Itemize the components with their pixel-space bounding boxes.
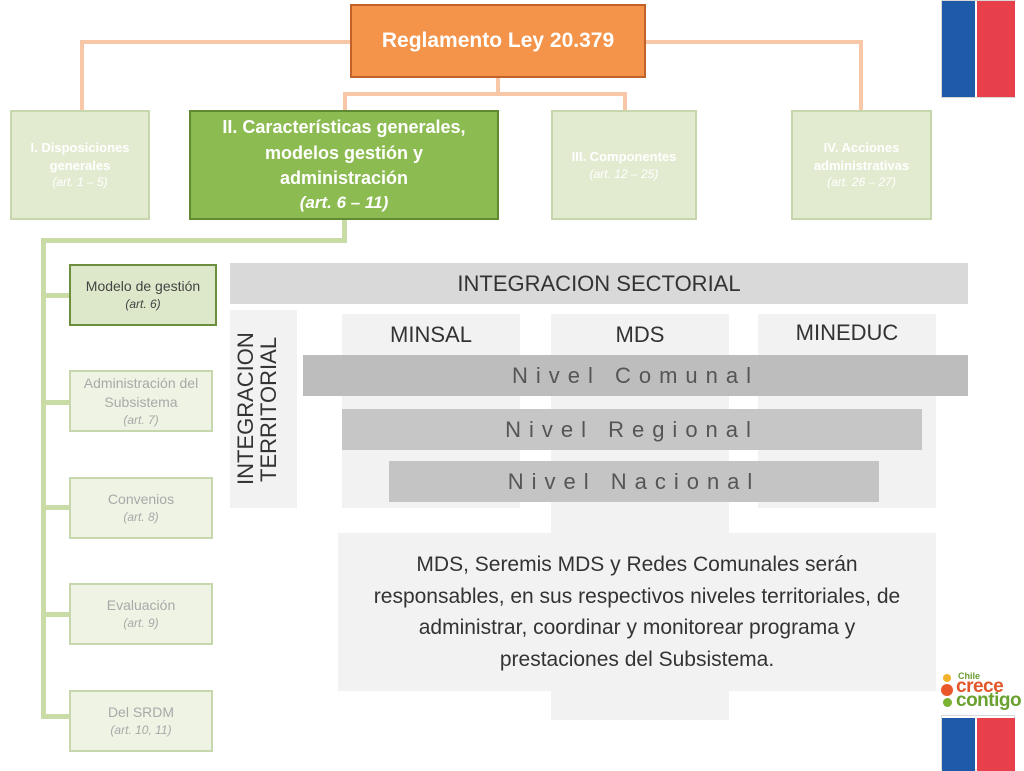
section-title: I. Disposiciones generales <box>30 140 130 173</box>
sidebar-item-label: Administración del Subsistema <box>83 375 199 410</box>
connector-line <box>41 238 46 718</box>
section-title: II. Características generales, modelos g… <box>222 117 466 188</box>
section-title: III. Componentes <box>571 149 677 165</box>
connector-line <box>41 293 69 298</box>
sidebar-item-administracion[interactable]: Administración del Subsistema (art. 7) <box>69 370 213 432</box>
top-title-node[interactable]: Reglamento Ley 20.379 <box>350 4 646 78</box>
sidebar-item-label: Convenios <box>107 491 175 508</box>
nivel-nacional-label: Nivel Nacional <box>507 468 761 494</box>
flag-red-stripe <box>977 718 1015 771</box>
flag-blue-stripe <box>942 1 975 97</box>
section-title: IV. Acciones administrativas <box>813 140 910 173</box>
section-article-range: (art. 12 – 25) <box>589 166 659 181</box>
sidebar-item-label: Evaluación <box>106 597 176 614</box>
crece-contigo-logo: Chile crece contigo <box>940 671 1022 711</box>
nivel-comunal-label: Nivel Comunal <box>511 362 760 388</box>
connector-line <box>80 40 84 110</box>
nivel-nacional-bar: Nivel Nacional <box>389 461 879 502</box>
flag-bottom-decoration <box>941 715 1015 771</box>
section-article-range: (art. 26 – 27) <box>827 175 896 190</box>
connector-line <box>343 92 347 110</box>
flag-top-decoration <box>941 0 1015 98</box>
sidebar-item-article: (art. 10, 11) <box>110 723 172 738</box>
sidebar-item-convenios[interactable]: Convenios (art. 8) <box>69 477 213 539</box>
page-title: Reglamento Ley 20.379 <box>381 29 615 52</box>
section-article-range: (art. 1 – 5) <box>52 175 108 190</box>
connector-line <box>41 505 69 510</box>
connector-line <box>41 714 69 719</box>
logo-word-crece: crece <box>956 676 1004 697</box>
logo-small-text: Chile <box>958 671 981 681</box>
connector-line <box>859 40 863 110</box>
sidebar-item-modelo-gestion[interactable]: Modelo de gestión (art. 6) <box>69 264 217 326</box>
section-box-1[interactable]: I. Disposiciones generales (art. 1 – 5) <box>10 110 150 220</box>
flag-blue-stripe <box>942 718 975 771</box>
section-box-4[interactable]: IV. Acciones administrativas (art. 26 – … <box>791 110 932 220</box>
nivel-comunal-bar: Nivel Comunal <box>303 355 968 396</box>
sidebar-item-label: Del SRDM <box>107 704 175 721</box>
connector-line <box>645 40 862 44</box>
column-title-minsal: MINSAL <box>390 322 472 347</box>
sidebar-item-article: (art. 7) <box>123 412 159 427</box>
logo-word-contigo: contigo <box>956 690 1022 711</box>
integracion-territorial-bar: INTEGRACION TERRITORIAL <box>230 310 297 508</box>
sidebar-item-evaluacion[interactable]: Evaluación (art. 9) <box>69 583 213 645</box>
section-article-range: (art. 6 – 11) <box>299 192 389 212</box>
connector-line <box>623 92 627 110</box>
integracion-territorial-label: INTEGRACION TERRITORIAL <box>232 332 281 486</box>
sidebar-item-article: (art. 8) <box>123 510 159 525</box>
sidebar-item-article: (art. 9) <box>123 616 159 631</box>
logo-figure-icon <box>941 674 955 708</box>
nivel-regional-label: Nivel Regional <box>505 416 759 442</box>
sidebar-item-srdm[interactable]: Del SRDM (art. 10, 11) <box>69 690 213 752</box>
nivel-regional-bar: Nivel Regional <box>342 409 922 450</box>
connector-line <box>343 92 627 96</box>
description-note: MDS, Seremis MDS y Redes Comunales serán… <box>338 533 936 691</box>
connector-line <box>496 78 500 94</box>
connector-line <box>80 40 350 44</box>
description-text: MDS, Seremis MDS y Redes Comunales serán… <box>373 553 901 671</box>
sidebar-item-article: (art. 6) <box>125 297 161 312</box>
integracion-sectorial-bar: INTEGRACION SECTORIAL <box>230 263 968 304</box>
flag-red-stripe <box>977 1 1015 97</box>
section-box-3[interactable]: III. Componentes (art. 12 – 25) <box>551 110 697 220</box>
connector-line <box>41 238 347 243</box>
connector-line <box>41 612 69 617</box>
sidebar-item-label: Modelo de gestión <box>85 278 201 295</box>
integracion-sectorial-label: INTEGRACION SECTORIAL <box>457 270 741 296</box>
section-box-2[interactable]: II. Características generales, modelos g… <box>189 110 499 220</box>
column-title-mineduc: MINEDUC <box>795 320 899 345</box>
column-title-mds: MDS <box>615 322 665 347</box>
connector-line <box>41 400 69 405</box>
connector-line <box>342 220 347 242</box>
